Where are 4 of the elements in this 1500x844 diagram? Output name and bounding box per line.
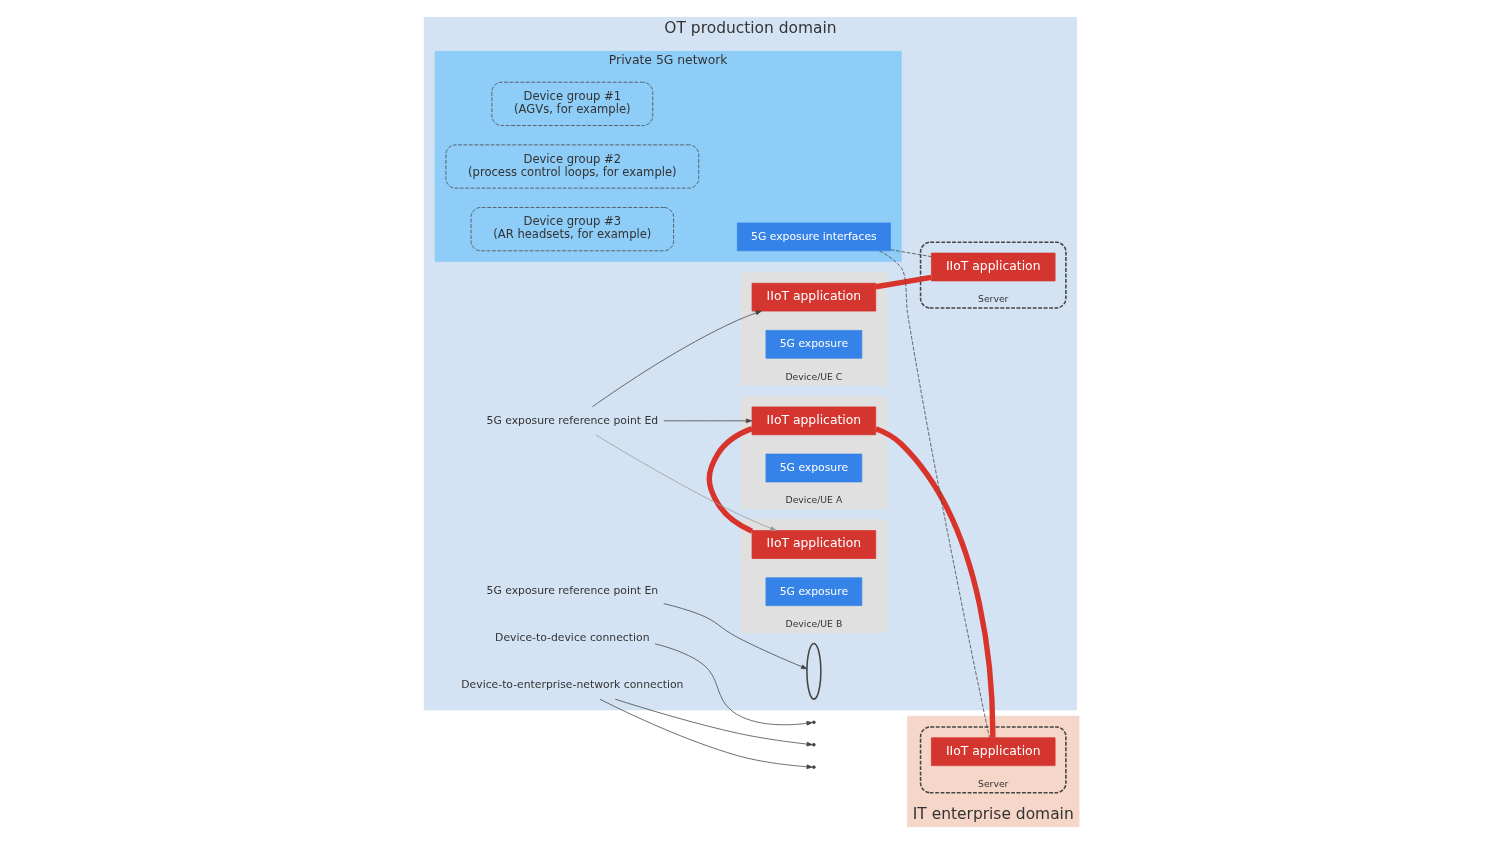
node-text: 5G exposure reference point En xyxy=(486,583,658,597)
node-text: Device-to-device connection xyxy=(494,630,649,644)
node-text: 5G exposure reference point Ed xyxy=(486,413,658,427)
node-text: Device-to-enterprise-network connection xyxy=(460,678,683,692)
